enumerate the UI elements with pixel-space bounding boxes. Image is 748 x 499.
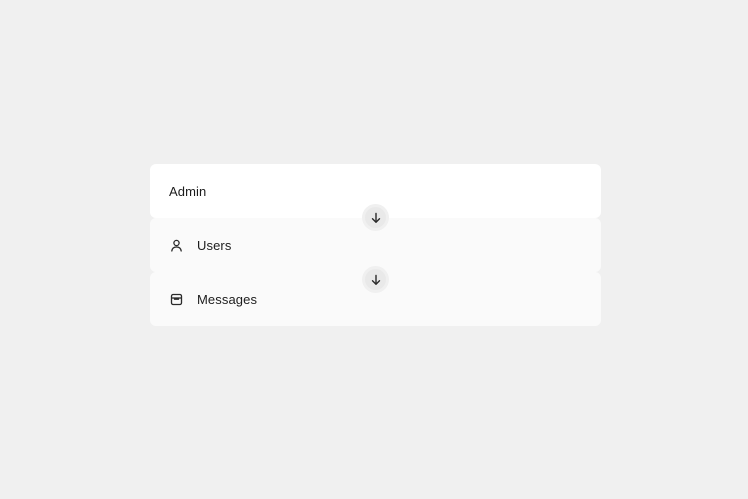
- arrow-down-icon: [365, 269, 386, 290]
- user-icon: [169, 238, 183, 252]
- step-label: Messages: [197, 291, 258, 307]
- inbox-icon: [169, 292, 183, 306]
- flow-stack: Admin Users: [150, 164, 601, 326]
- step-label: Admin: [169, 183, 207, 199]
- arrow-down-icon: [365, 207, 386, 228]
- step-connector: [362, 204, 389, 231]
- step-connector: [362, 266, 389, 293]
- step-label: Users: [197, 237, 232, 253]
